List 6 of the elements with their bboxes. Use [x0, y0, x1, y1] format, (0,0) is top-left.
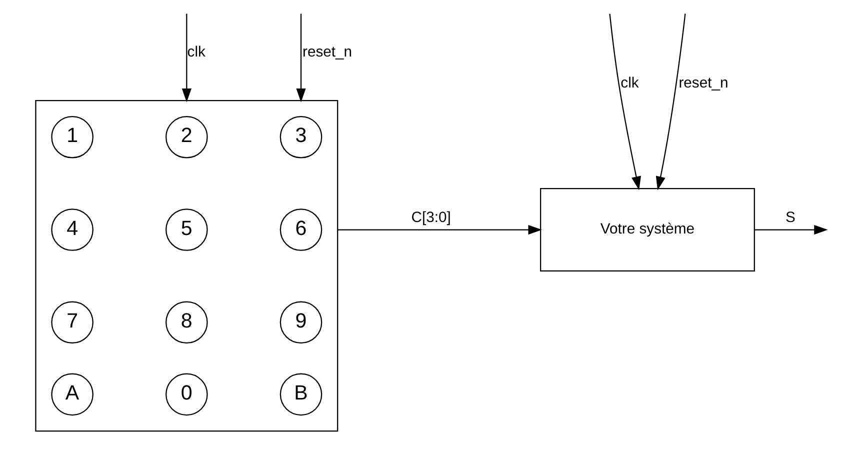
edge-label: C[3:0]: [411, 210, 451, 226]
edge-label: reset_n: [302, 44, 352, 60]
edge-label: clk: [620, 75, 639, 92]
edge-label: reset_n: [678, 75, 728, 92]
edge-label: S: [786, 210, 796, 226]
edge-label: clk: [187, 44, 206, 60]
